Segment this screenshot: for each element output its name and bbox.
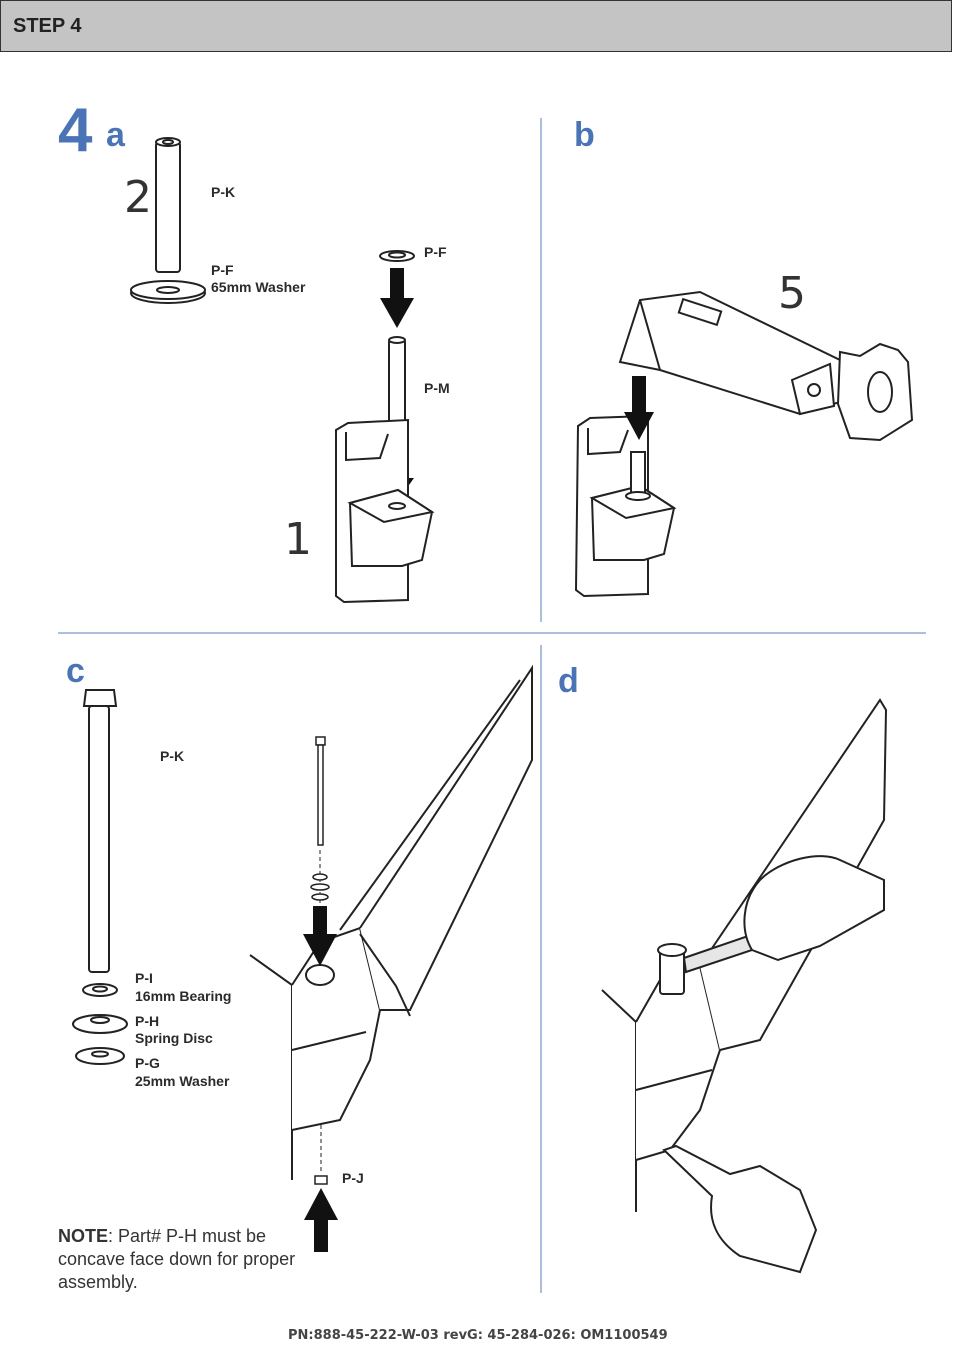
note-text: : Part# P-H must be concave face down fo… (58, 1226, 296, 1292)
arrow-down-a1 (380, 268, 414, 328)
note-heading: NOTE (58, 1226, 109, 1246)
pk-bolt-small (315, 736, 326, 846)
label-pg-desc: 25mm Washer (135, 1073, 230, 1089)
small-washers-c (310, 873, 330, 901)
panel-letter-c: c (66, 652, 85, 690)
footer-part-number: PN:888-45-222-W-03 revG: 45-284-026: OM1… (288, 1328, 668, 1343)
arm-c (249, 664, 533, 1180)
pf-small-washer (379, 250, 415, 262)
step-number: 4 (58, 96, 93, 165)
pf-washer-a (130, 280, 206, 304)
hand-upper (743, 855, 885, 962)
wall-bracket-a (335, 418, 435, 604)
label-pi-desc: 16mm Bearing (135, 988, 232, 1004)
pk-bolt-c (82, 689, 118, 973)
part-count-1: 1 (284, 514, 312, 565)
pg-washer (75, 1047, 125, 1065)
assembly-note: NOTE: Part# P-H must be concave face dow… (58, 1225, 298, 1294)
label-pi: P-I (135, 970, 153, 986)
panel-letter-d: d (558, 662, 579, 700)
step-header: STEP 4 (0, 0, 952, 52)
label-pm: P-M (424, 380, 450, 396)
label-pk-a: P-K (211, 184, 236, 200)
wall-bracket-b (574, 414, 677, 598)
part-count-5: 5 (778, 268, 806, 319)
label-ph-desc: Spring Disc (135, 1030, 213, 1046)
ph-spring-disc (72, 1014, 128, 1034)
label-ph: P-H (135, 1013, 160, 1029)
arm-assembly-b (618, 290, 914, 442)
panel-letter-b: b (574, 116, 595, 154)
arm-d (601, 698, 888, 1212)
label-pf-desc-a: 65mm Washer (211, 279, 306, 295)
hand-lower (662, 1144, 818, 1274)
arrow-up-c (304, 1188, 338, 1252)
pm-post (388, 336, 406, 433)
arrow-down-b (624, 376, 654, 440)
arrow-down-c (303, 906, 337, 966)
label-pf-a: P-F (211, 262, 234, 278)
part-count-2: 2 (124, 172, 152, 223)
pk-post-a (155, 137, 181, 273)
pi-bearing (82, 983, 118, 997)
step-title: STEP 4 (13, 15, 82, 37)
label-pk-c: P-K (160, 748, 185, 764)
label-pf-small: P-F (424, 244, 447, 260)
label-pg: P-G (135, 1055, 160, 1071)
pj-nut (314, 1175, 328, 1185)
panel-letter-a: a (106, 116, 125, 154)
label-pj: P-J (342, 1170, 364, 1186)
